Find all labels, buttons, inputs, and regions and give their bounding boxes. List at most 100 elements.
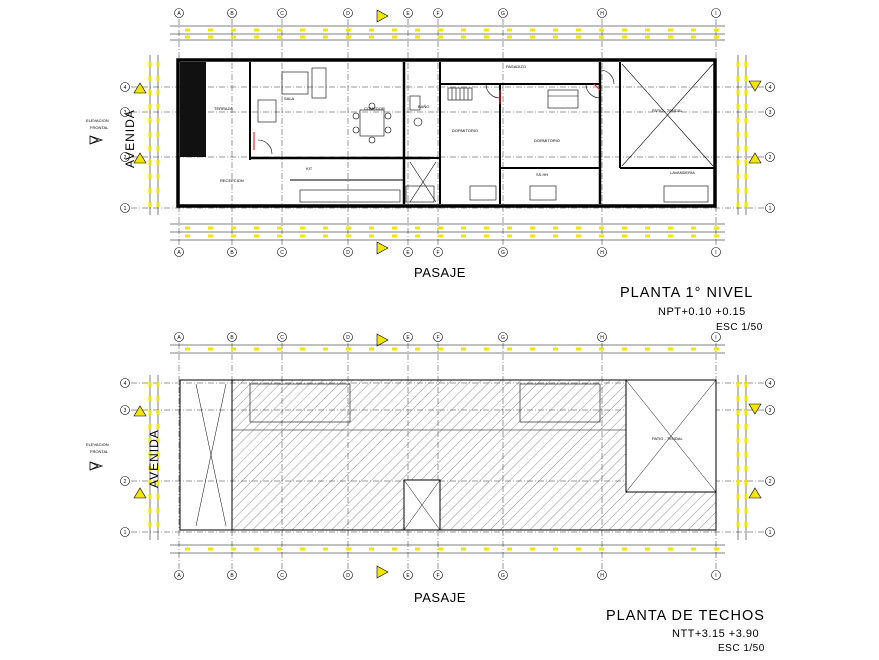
dimension-mark (254, 234, 259, 238)
dimension-mark (736, 90, 740, 95)
room-label-sala: SALA (284, 96, 295, 101)
dimension-mark (148, 76, 152, 81)
dimension-mark (300, 547, 305, 551)
dimension-mark (323, 547, 328, 551)
dimension-mark (645, 547, 650, 551)
grid-bubble-label: E (406, 250, 410, 256)
dimension-mark (346, 226, 351, 230)
dimension-mark (438, 234, 443, 238)
dimension-mark (461, 347, 466, 351)
dimension-mark (714, 547, 719, 551)
dimension-mark (277, 226, 282, 230)
dimension-mark (691, 35, 696, 39)
dimension-lines-plan-1 (149, 25, 747, 241)
dimension-mark (231, 547, 236, 551)
dimension-mark (148, 396, 152, 401)
dimension-mark (530, 234, 535, 238)
roof-patio-label: PATIO - TENDAL (652, 436, 683, 441)
grid-bubble-label: C (280, 11, 284, 17)
dimension-mark (254, 347, 259, 351)
dimension-mark (392, 547, 397, 551)
dimension-mark (231, 234, 236, 238)
dimension-mark (599, 547, 604, 551)
walls-plan-1 (176, 58, 717, 208)
grid-bubble-label: D (346, 250, 350, 256)
dimension-mark (156, 202, 160, 207)
dimension-mark (185, 35, 190, 39)
dimension-mark (300, 347, 305, 351)
elevation-arrow-icon (89, 461, 104, 471)
grid-bubble-label: 2 (124, 155, 127, 161)
grid-bubble (174, 8, 184, 18)
grid-bubble (343, 570, 353, 580)
elevation-marker-plan-1: ELEVACION FRONTAL AVENIDA (86, 109, 137, 168)
grid-bubble-label: 3 (124, 408, 127, 414)
grid-bubble (597, 570, 607, 580)
dimension-mark (645, 35, 650, 39)
dimension-mark (156, 132, 160, 137)
dimension-mark (438, 28, 443, 32)
dimension-mark (484, 547, 489, 551)
dimension-mark (530, 226, 535, 230)
grid-bubble (711, 332, 721, 342)
elevation-marker-plan-2: ELEVACION FRONTAL AVENIDA (86, 429, 161, 488)
title-block-plan-2: PLANTA DE TECHOS NTT+3.15 +3.90 ESC 1/50 (606, 608, 765, 654)
dimension-mark (691, 28, 696, 32)
dimension-mark (148, 452, 152, 457)
room-label-ssh: SS.HH (536, 172, 548, 177)
dimension-mark (369, 226, 374, 230)
dimension-mark (461, 28, 466, 32)
avenue-label: AVENIDA (147, 429, 161, 488)
dimension-mark (156, 118, 160, 123)
dimension-mark (300, 35, 305, 39)
dimension-mark (156, 146, 160, 151)
dimension-mark (744, 174, 748, 179)
dimension-mark (461, 234, 466, 238)
dimension-mark (392, 35, 397, 39)
dimension-mark (185, 28, 190, 32)
dimension-mark (744, 396, 748, 401)
grid-bubble-label: F (436, 250, 439, 256)
dimension-mark (148, 132, 152, 137)
elevation-label-line-2: FRONTAL (90, 449, 109, 454)
dimension-mark (254, 28, 259, 32)
grid-bubble-label: B (230, 335, 234, 341)
grid-bubble (765, 476, 775, 486)
dimension-mark (156, 438, 160, 443)
dimension-mark (346, 347, 351, 351)
dimension-mark (277, 547, 282, 551)
section-marker-icon (748, 403, 762, 415)
elevation-arrow-icon (89, 135, 104, 145)
elevation-label-line-1: ELEVACION (86, 118, 109, 123)
dimension-mark (438, 547, 443, 551)
grid-bubble (403, 570, 413, 580)
dimension-mark (148, 62, 152, 67)
dimension-mark (277, 35, 282, 39)
dimension-mark (156, 480, 160, 485)
dimension-mark (208, 28, 213, 32)
grid-bubble (227, 247, 237, 257)
dimension-mark (156, 188, 160, 193)
dimension-mark (691, 547, 696, 551)
dimension-mark (530, 347, 535, 351)
grid-bubble (343, 332, 353, 342)
dimension-mark (507, 35, 512, 39)
grid-bubble (120, 107, 130, 117)
grid-bubble-label: H (600, 335, 604, 341)
furniture-plan-1 (257, 63, 714, 203)
dimension-mark (148, 466, 152, 471)
room-label-bano: BAÑO (418, 104, 429, 109)
dimension-mark (553, 226, 558, 230)
dimension-mark (668, 35, 673, 39)
dimension-mark (156, 494, 160, 499)
dimension-markers-plan-1 (148, 28, 748, 238)
grid-bubble-label: F (436, 335, 439, 341)
dimension-mark (231, 35, 236, 39)
dimension-mark (744, 202, 748, 207)
dimension-mark (369, 234, 374, 238)
dimension-mark (576, 234, 581, 238)
dimension-mark (668, 234, 673, 238)
grid-bubble-label: I (715, 335, 716, 341)
plan-title: PLANTA DE TECHOS (606, 608, 765, 624)
dimension-mark (645, 28, 650, 32)
